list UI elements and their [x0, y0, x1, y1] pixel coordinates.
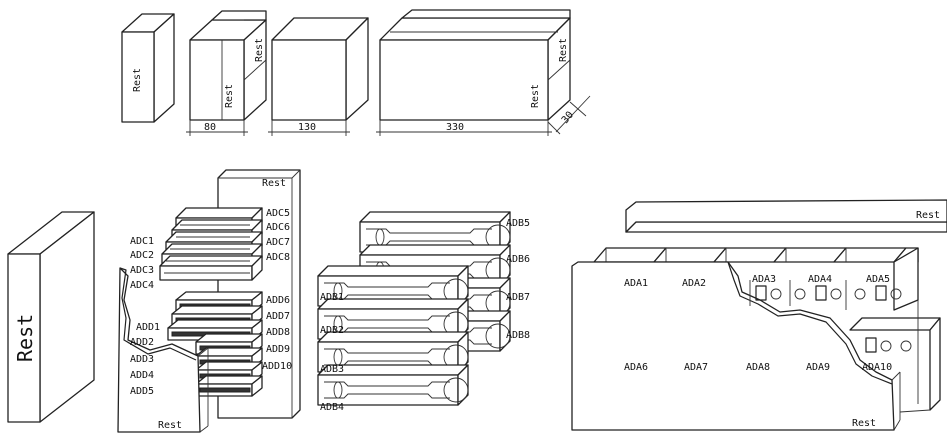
label-adc8: ADC8 — [266, 252, 290, 263]
label-adc5: ADC5 — [266, 208, 290, 219]
large-rest-block: Rest — [7, 211, 95, 423]
label-adc1: ADC1 — [130, 236, 154, 247]
label-ada2: ADA2 — [682, 278, 706, 289]
block-330: Rest Rest 330 30 — [376, 9, 591, 136]
label-ada7: ADA7 — [684, 362, 708, 373]
adc-modules — [159, 207, 263, 281]
label-adb1: ADB1 — [320, 292, 344, 303]
label-adb3: ADB3 — [320, 364, 344, 375]
block80-rest-label-b: Rest — [254, 38, 265, 62]
label-ada8: ADA8 — [746, 362, 770, 373]
dimension-30: 30 — [560, 110, 576, 126]
block-130: 130 — [268, 17, 369, 136]
ada-rest-bottom-label: Rest — [852, 418, 876, 429]
adb-front-module-4 — [317, 364, 469, 406]
label-add4: ADD4 — [130, 370, 154, 381]
dimension-130: 130 — [298, 122, 316, 133]
label-ada4: ADA4 — [808, 274, 832, 285]
label-ada1: ADA1 — [624, 278, 648, 289]
add-rest-bottom-label: Rest — [158, 420, 182, 431]
label-add2: ADD2 — [130, 337, 154, 348]
top-rest-block: Rest — [121, 13, 175, 123]
label-add7: ADD7 — [266, 311, 290, 322]
label-ada3: ADA3 — [752, 274, 776, 285]
block330-rest-label-a: Rest — [530, 84, 541, 108]
label-add9: ADD9 — [266, 344, 290, 355]
label-add1: ADD1 — [136, 322, 160, 333]
label-adb2: ADB2 — [320, 325, 344, 336]
label-adb7: ADB7 — [506, 292, 530, 303]
label-adc4: ADC4 — [130, 280, 154, 291]
label-adb4: ADB4 — [320, 402, 344, 413]
dimension-80: 80 — [204, 122, 216, 133]
label-ada5: ADA5 — [866, 274, 890, 285]
label-adb5: ADB5 — [506, 218, 530, 229]
label-adb8: ADB8 — [506, 330, 530, 341]
adc-add-assembly: Rest Rest — [117, 169, 301, 433]
label-adb6: ADB6 — [506, 254, 530, 265]
block330-rest-label-b: Rest — [558, 38, 569, 62]
label-ada6: ADA6 — [624, 362, 648, 373]
ada-rest-top-label: Rest — [916, 210, 940, 221]
add-modules — [167, 291, 263, 397]
adc-rest-top-label: Rest — [262, 178, 286, 189]
label-adc3: ADC3 — [130, 265, 154, 276]
ada-assembly: Rest — [571, 199, 947, 431]
label-adc7: ADC7 — [266, 237, 290, 248]
label-ada10: ADA10 — [862, 362, 892, 373]
label-add6: ADD6 — [266, 295, 290, 306]
ada-module-row — [593, 247, 919, 311]
ada-connectors — [749, 280, 912, 353]
top-rest-label-1: Rest — [132, 68, 143, 92]
label-add3: ADD3 — [130, 354, 154, 365]
label-adc2: ADC2 — [130, 250, 154, 261]
block80-rest-label-a: Rest — [224, 84, 235, 108]
label-add5: ADD5 — [130, 386, 154, 397]
label-ada9: ADA9 — [806, 362, 830, 373]
label-add10: ADD10 — [262, 361, 292, 372]
dimension-330: 330 — [446, 122, 464, 133]
block-80: Rest Rest 80 — [186, 10, 267, 136]
label-add8: ADD8 — [266, 327, 290, 338]
large-rest-label: Rest — [13, 314, 37, 362]
label-adc6: ADC6 — [266, 222, 290, 233]
